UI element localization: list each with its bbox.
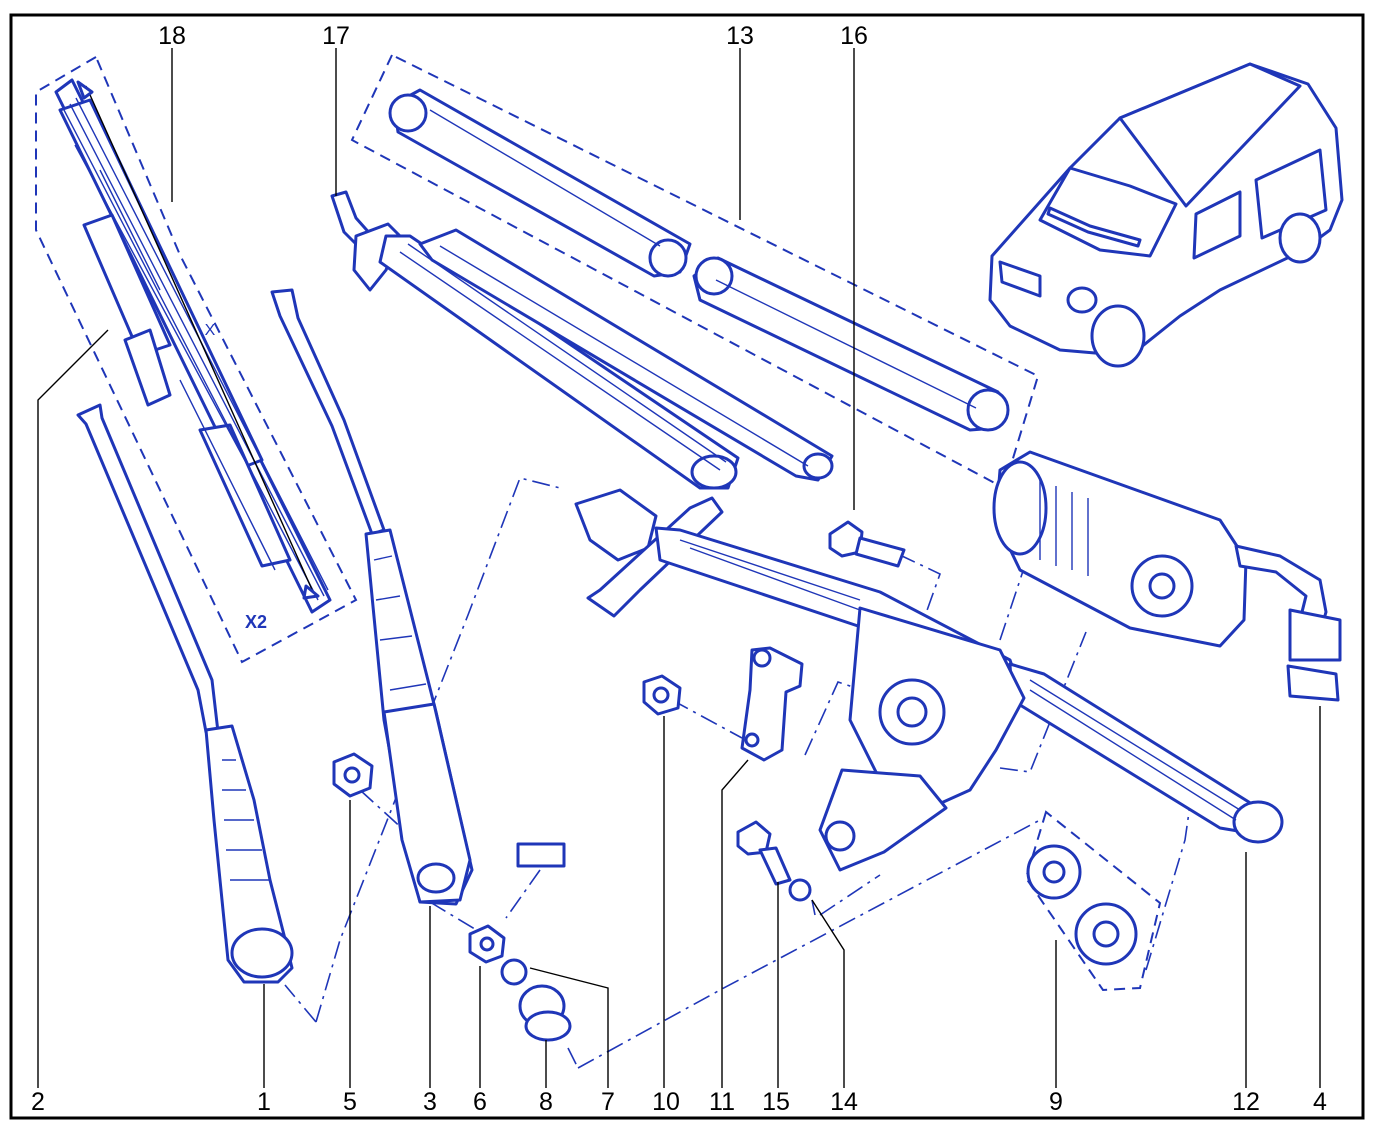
grommet-group-outline [1024, 810, 1162, 992]
label-17: 17 [322, 22, 350, 50]
blade-quantity-label: X2 [245, 612, 267, 632]
label-15: 15 [762, 1088, 790, 1116]
washer-7 [500, 958, 528, 986]
wiper-blade [54, 78, 332, 614]
washer-14 [788, 878, 812, 902]
label-13: 13 [726, 22, 754, 50]
label-10: 10 [652, 1088, 680, 1116]
bolt-15 [736, 820, 792, 886]
bolt-16 [828, 520, 906, 568]
label-9: 9 [1049, 1088, 1063, 1116]
label-12: 12 [1232, 1088, 1260, 1116]
label-14: 14 [830, 1088, 858, 1116]
label-2: 2 [31, 1088, 45, 1116]
blade-length-dimension-label: X [205, 322, 216, 339]
left-wiper-arm [76, 403, 294, 984]
reference-numbers: 18 17 13 16 2 1 5 3 6 8 7 10 11 15 14 9 … [31, 22, 1327, 1116]
label-8: 8 [539, 1088, 553, 1116]
label-16: 16 [840, 22, 868, 50]
right-wiper-arm [270, 288, 474, 906]
symbol-box [516, 842, 566, 868]
label-4: 4 [1313, 1088, 1327, 1116]
nut-10 [642, 674, 682, 716]
connecting-rod-pair [388, 88, 1010, 432]
wiper-blade-group-outline [35, 55, 358, 664]
wiper-motor [992, 450, 1342, 702]
label-7: 7 [601, 1088, 615, 1116]
diagram-frame [9, 13, 1365, 1120]
van-illustration [988, 62, 1344, 368]
grommet-pair-9 [1026, 844, 1138, 966]
nut-6 [468, 924, 506, 964]
leader-lines [37, 48, 1321, 1088]
label-6: 6 [473, 1088, 487, 1116]
linkage-rod-assembly [330, 190, 834, 490]
grommet-8 [518, 984, 572, 1042]
bracket-11 [740, 646, 804, 762]
nut-5 [332, 752, 374, 798]
label-11: 11 [709, 1088, 735, 1116]
label-18: 18 [158, 22, 186, 50]
label-3: 3 [423, 1088, 437, 1116]
label-1: 1 [257, 1088, 271, 1116]
label-5: 5 [343, 1088, 357, 1116]
wiper-mechanism-frame [574, 488, 1284, 872]
